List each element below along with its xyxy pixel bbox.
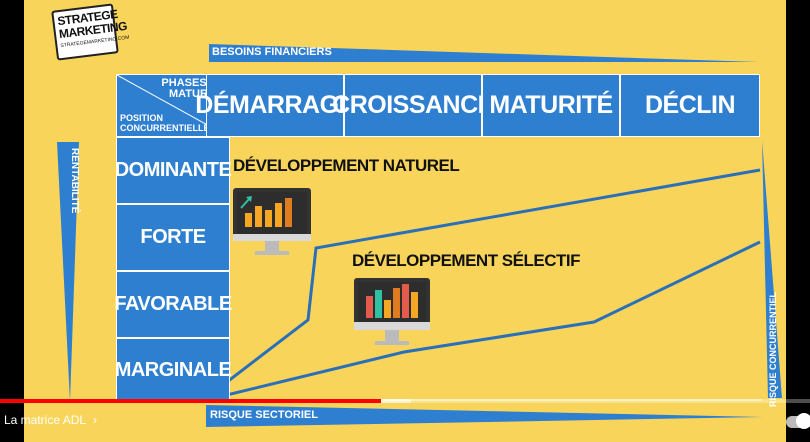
risque-concurrentiel-banner [762, 140, 782, 398]
developpement-naturel-label: DÉVELOPPEMENT NATUREL [233, 156, 460, 175]
position-row-marginale: MARGINALE [115, 338, 232, 402]
phase-header-croissance: CROISSANCE [332, 74, 494, 137]
chapter-title: La matrice ADL [4, 413, 86, 427]
position-row-dominante: DOMINANTE [115, 137, 232, 204]
besoins-financiers-label: BESOINS FINANCIERS [212, 46, 332, 58]
selective-development-frontier [205, 240, 761, 402]
rentabilite-banner [57, 142, 79, 402]
slide-graphics [57, 44, 782, 427]
colored-bars-monitor-icon [354, 278, 430, 345]
chevron-right-icon: › [92, 413, 97, 427]
phase-header-declin: DÉCLIN [620, 74, 760, 137]
position-row-favorable: FAVORABLE [114, 271, 232, 338]
phase-header-maturite: MATURITÉ [482, 74, 620, 137]
progress-buffered [380, 399, 411, 403]
corner-position-label: POSITION CONCURRENTIELLE [120, 113, 210, 133]
bar-chart-monitor-icon [233, 188, 311, 255]
position-row-forte: FORTE [116, 204, 230, 271]
natural-development-frontier [205, 168, 761, 400]
phase-header-demarrage: DÉMARRAGE [195, 74, 355, 137]
slide: STRATEGE MARKETING STRATEGEMARKETING.COM… [24, 0, 786, 442]
risque-concurrentiel-label: RISQUE CONCURRENTIEL [768, 292, 778, 408]
risque-sectoriel-label: RISQUE SECTORIEL [210, 409, 318, 421]
autoplay-toggle-knob[interactable] [796, 413, 810, 429]
corner-phases-label: PHASES DE MATURITÉ [161, 77, 225, 100]
chapter-title-button[interactable]: La matrice ADL › [4, 413, 97, 427]
developpement-selectif-label: DÉVELOPPEMENT SÉLECTIF [352, 251, 580, 270]
risque-sectoriel-banner [206, 405, 764, 427]
stratege-marketing-logo: STRATEGE MARKETING STRATEGEMARKETING.COM [51, 3, 130, 61]
progress-played [0, 399, 381, 403]
rentabilite-label: RENTABILITÉ [69, 148, 80, 214]
besoins-financiers-banner [209, 44, 759, 62]
